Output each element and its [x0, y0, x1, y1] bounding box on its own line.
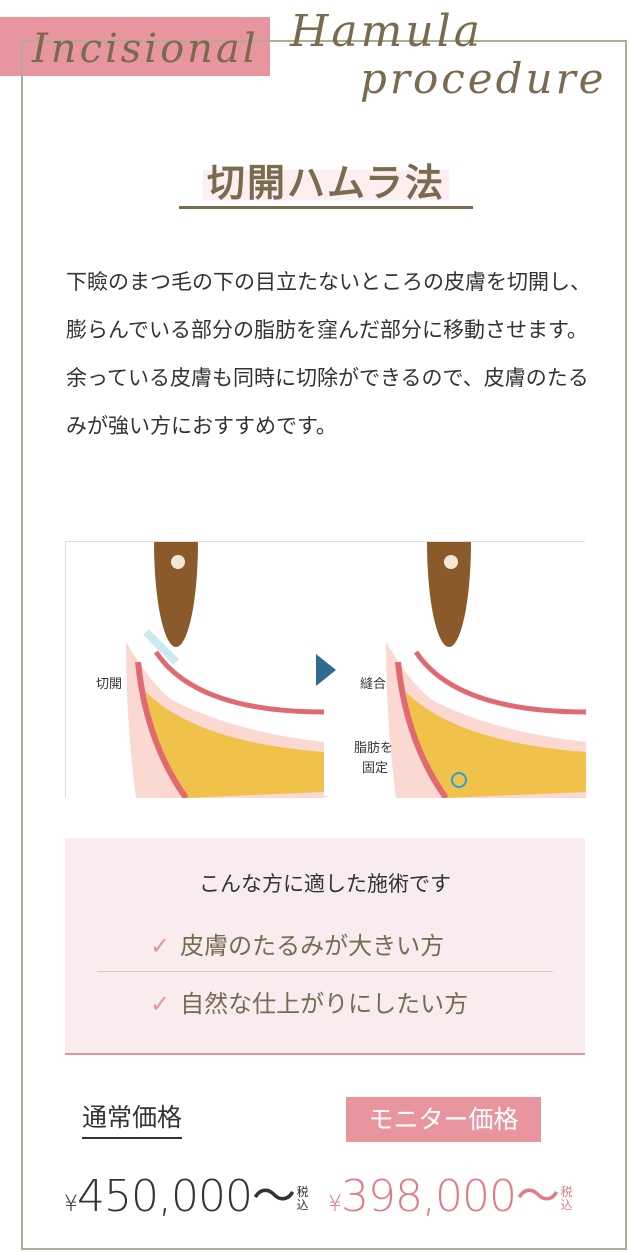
- regular-price-value: 450,000: [77, 1171, 253, 1222]
- label-fix-1: 脂肪を: [354, 740, 393, 756]
- script-title-procedure: procedure: [360, 54, 607, 103]
- monitor-price-label: モニター価格: [346, 1097, 541, 1142]
- check-icon: ✓: [150, 990, 171, 1018]
- suitable-item: ✓ 自然な仕上がりにしたい方: [150, 984, 468, 1019]
- script-title-hamula: Hamula: [290, 6, 483, 57]
- tilde: 〜: [515, 1171, 560, 1222]
- page-title-text: 切開ハムラ法: [202, 160, 450, 205]
- title-band: [0, 17, 270, 76]
- monitor-price: ¥398,000〜税込: [328, 1160, 573, 1224]
- eye-diagram: 切開 縫合 脂肪を 固定: [66, 437, 587, 800]
- content-frame: [21, 40, 627, 1250]
- tax-note: 税込: [560, 1185, 572, 1212]
- label-fix-2: 固定: [362, 761, 388, 776]
- yen: ¥: [328, 1192, 342, 1217]
- suitable-item: ✓ 皮膚のたるみが大きい方: [150, 926, 444, 961]
- arrow-icon: [316, 654, 336, 686]
- procedure-illustration: 切開 縫合 脂肪を 固定: [65, 437, 587, 800]
- label-incision: 切開: [96, 677, 122, 692]
- before-panel: [66, 437, 325, 800]
- suitable-item-text: 自然な仕上がりにしたい方: [180, 990, 469, 1018]
- title-underline: [179, 206, 473, 209]
- description: 下瞼のまつ毛の下の目立たないところの皮膚を切開し、膨らんでいる部分の脂肪を窪んだ…: [66, 270, 591, 438]
- regular-price: ¥450,000〜税込: [64, 1160, 309, 1224]
- monitor-price-value: 398,000: [341, 1171, 517, 1222]
- after-panel: [328, 437, 587, 800]
- tax-note: 税込: [296, 1185, 308, 1212]
- regular-price-label: 通常価格: [82, 1098, 183, 1139]
- tilde: 〜: [251, 1171, 296, 1222]
- suitable-box: こんな方に適した施術です ✓ 皮膚のたるみが大きい方 ✓ 自然な仕上がりにしたい方: [65, 838, 585, 1055]
- page-title: 切開ハムラ法: [179, 152, 473, 207]
- check-icon: ✓: [150, 932, 171, 960]
- suitable-item-text: 皮膚のたるみが大きい方: [180, 932, 445, 960]
- yen: ¥: [64, 1192, 78, 1217]
- label-suture: 縫合: [360, 677, 386, 692]
- script-title-incisional: Incisional: [32, 26, 259, 72]
- suitable-heading: こんな方に適した施術です: [199, 872, 451, 896]
- divider: [97, 971, 553, 972]
